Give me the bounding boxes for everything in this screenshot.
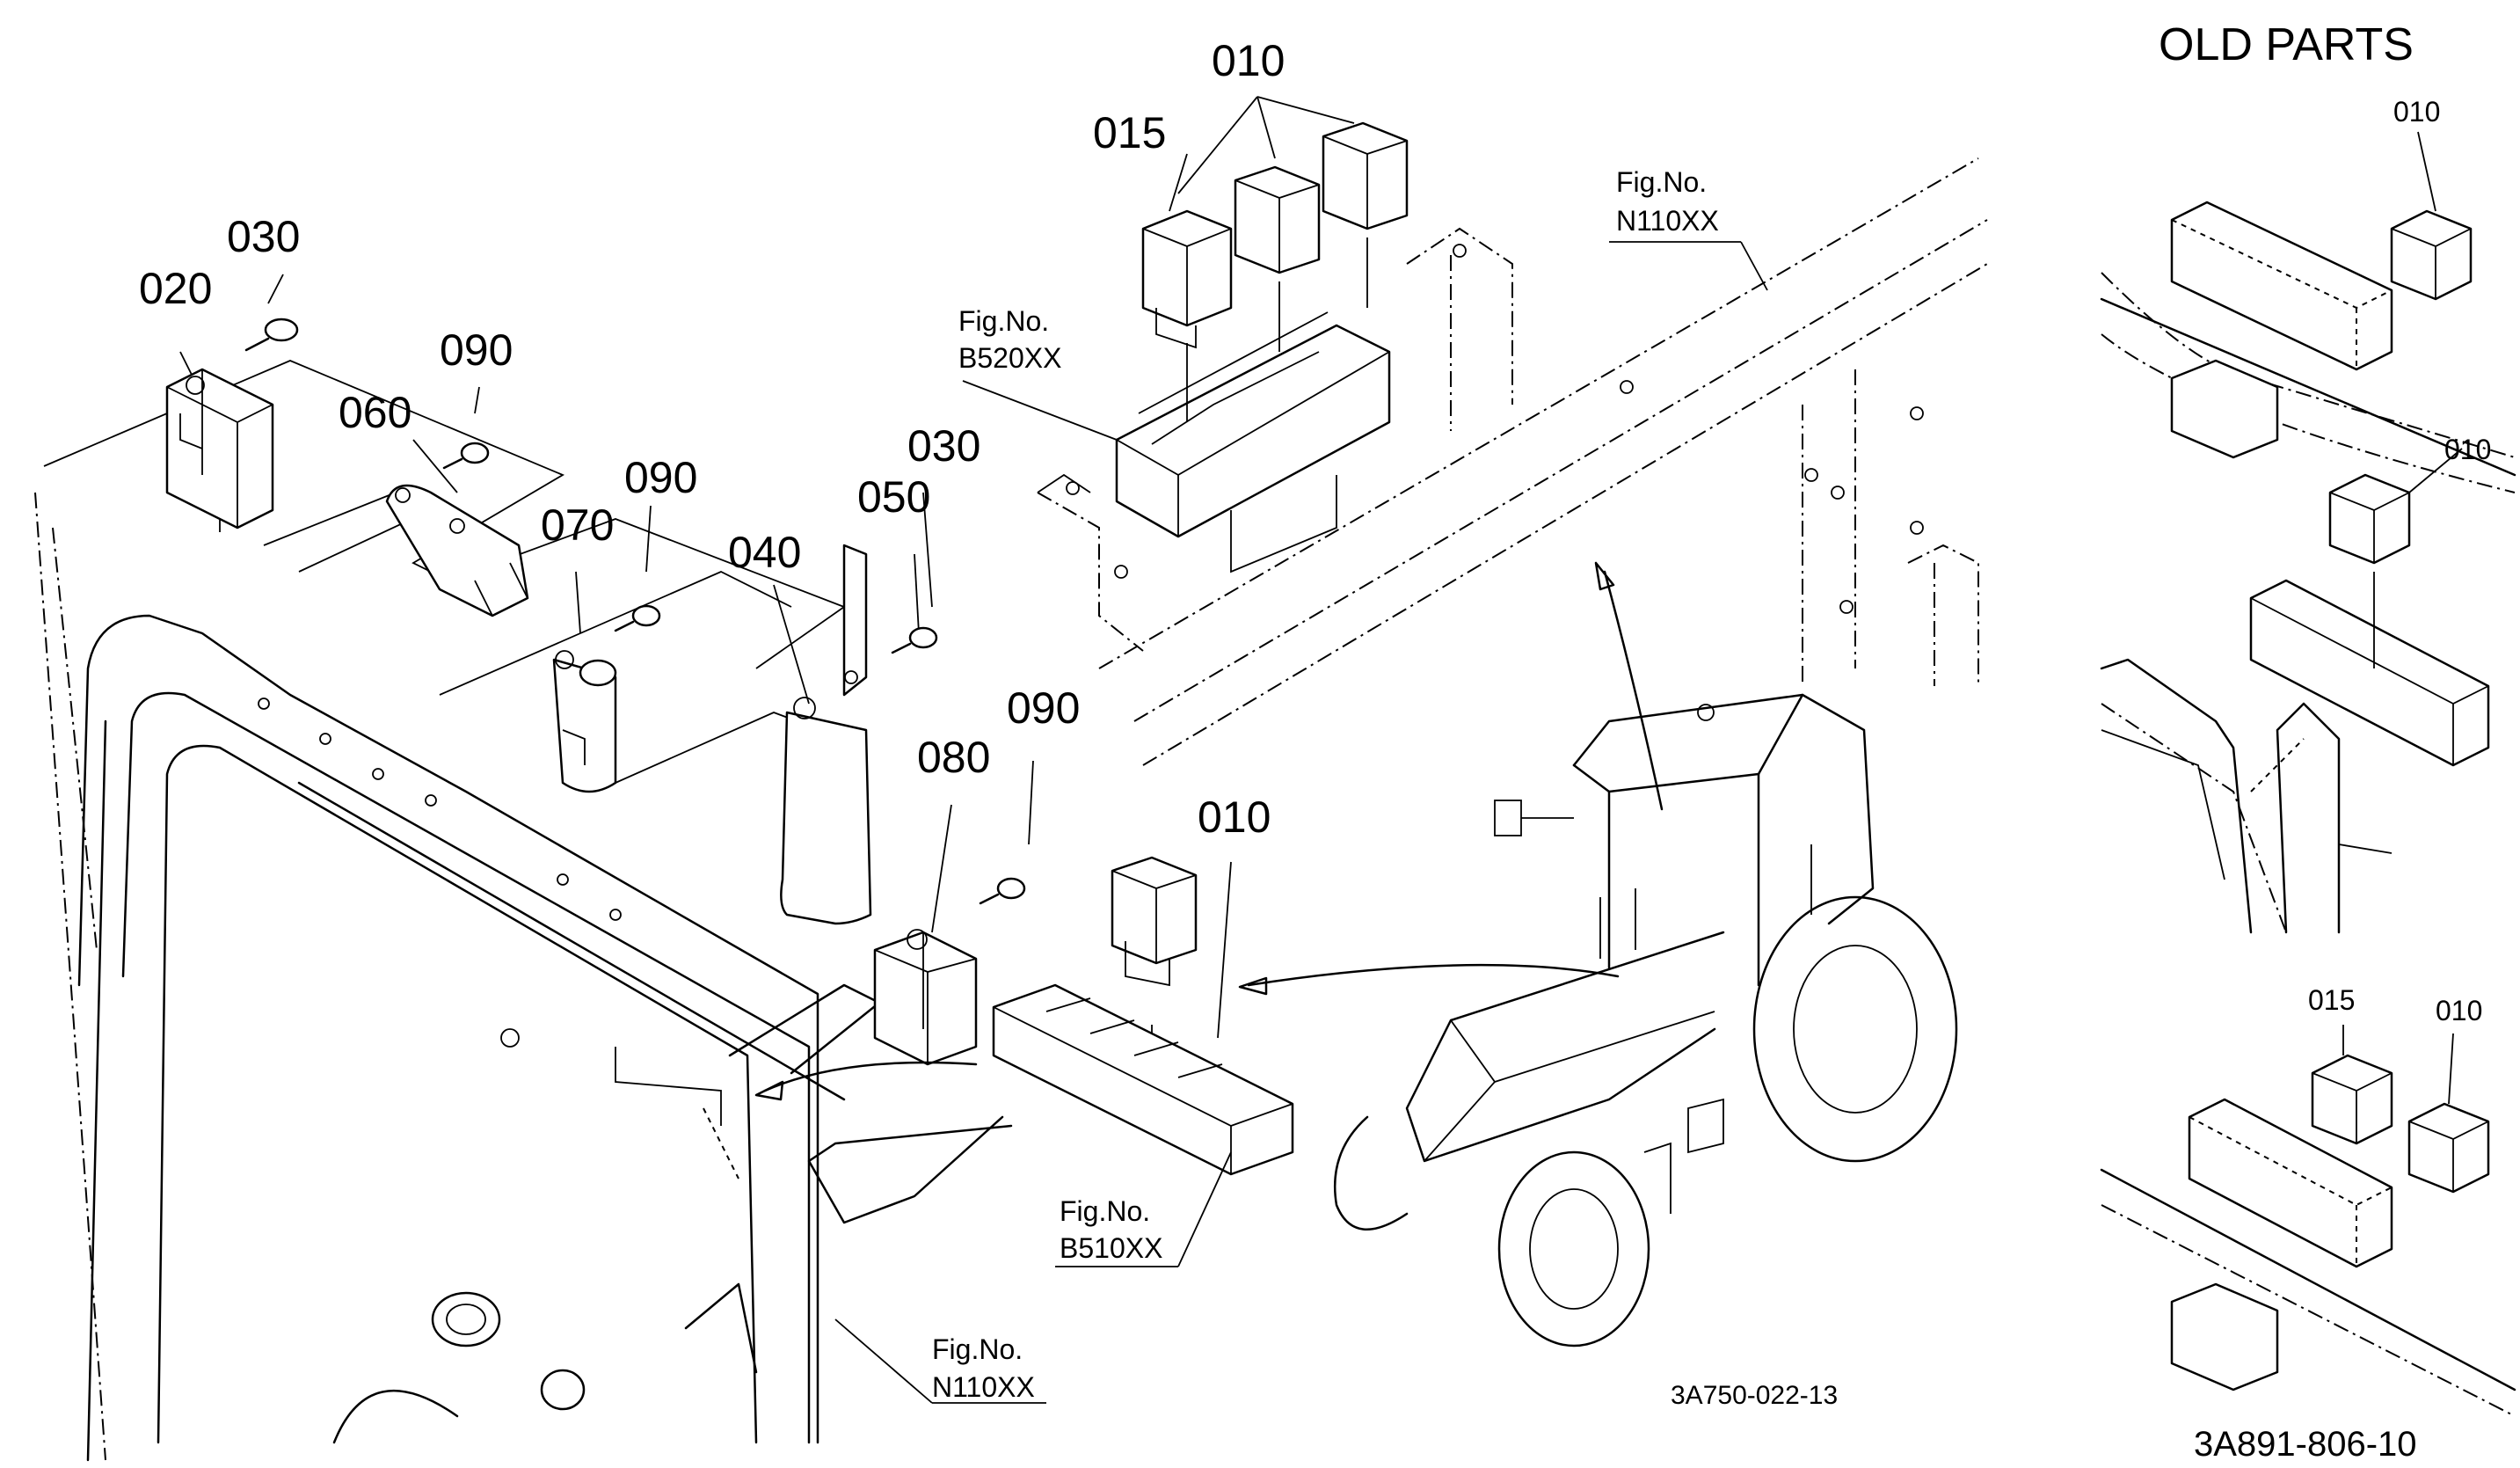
- label-080: 080: [917, 733, 990, 782]
- label-060: 060: [339, 388, 412, 437]
- cab-frame-drawing: [34, 360, 881, 1462]
- label-030-top: 030: [227, 212, 300, 261]
- relay-box-b510: [992, 983, 1294, 1176]
- label-090-b: 090: [624, 453, 697, 502]
- part-030-bolt-b: [891, 626, 938, 654]
- label-old-015: 015: [2308, 984, 2355, 1016]
- part-015-relay-top: [1141, 209, 1233, 422]
- fig-ref-n110-bottom-line1: Fig.No.: [932, 1333, 1023, 1365]
- old-parts-panel-3: [2100, 1025, 2516, 1417]
- drawing-number-main: 3A750-022-13: [1671, 1381, 1838, 1410]
- part-060-sensor: [385, 484, 529, 617]
- part-010-relay-lower: [1111, 856, 1198, 987]
- part-050-strap: [842, 544, 868, 697]
- fig-ref-b510-line2: B510XX: [1060, 1232, 1162, 1264]
- label-old-010-b: 010: [2444, 434, 2491, 465]
- label-old-010-a: 010: [2393, 96, 2440, 128]
- label-090-c: 090: [1007, 683, 1080, 733]
- label-old-010-c: 010: [2436, 995, 2482, 1026]
- old-parts-panel-2: [2100, 448, 2490, 934]
- fig-ref-b520-line1: Fig.No.: [958, 305, 1049, 337]
- label-090-a: 090: [440, 325, 513, 375]
- drawing-number-old-parts: 3A891-806-10: [2194, 1425, 2417, 1464]
- part-090-bolt-a: [442, 442, 490, 470]
- part-090-bolt-c: [979, 877, 1026, 905]
- fig-ref-b510-line1: Fig.No.: [1060, 1195, 1150, 1227]
- part-070-capacitor: [552, 650, 617, 793]
- part-010-relay-top-b: [1322, 121, 1409, 308]
- part-030-bolt-top: [244, 318, 299, 352]
- fig-ref-n110-bottom-line2: N110XX: [932, 1371, 1035, 1403]
- label-040: 040: [728, 528, 801, 577]
- label-070: 070: [541, 500, 614, 550]
- fig-ref-n110-top-line2: N110XX: [1616, 205, 1719, 237]
- frame-beam-drawing: [1037, 157, 1988, 766]
- label-030-b: 030: [907, 421, 980, 471]
- label-010-lower: 010: [1198, 792, 1271, 842]
- relay-box-b520: [1115, 311, 1391, 538]
- label-015-top: 015: [1093, 108, 1166, 157]
- part-040-condenser: [780, 697, 872, 925]
- label-010-top: 010: [1212, 36, 1285, 85]
- callout-arrows: [754, 561, 1664, 1224]
- label-020: 020: [139, 264, 212, 313]
- part-080-flasher-relay: [873, 929, 978, 1066]
- tractor-drawing: [1333, 693, 1958, 1347]
- label-050: 050: [857, 472, 930, 522]
- part-090-bolt-b: [614, 604, 661, 632]
- old-parts-title: OLD PARTS: [2159, 19, 2414, 70]
- fig-ref-n110-top-line1: Fig.No.: [1616, 166, 1707, 198]
- part-010-relay-top-a: [1234, 165, 1321, 352]
- part-020-flasher-unit: [165, 368, 274, 532]
- old-parts-panel-1: [2100, 131, 2516, 493]
- fig-ref-b520-line2: B520XX: [958, 342, 1061, 374]
